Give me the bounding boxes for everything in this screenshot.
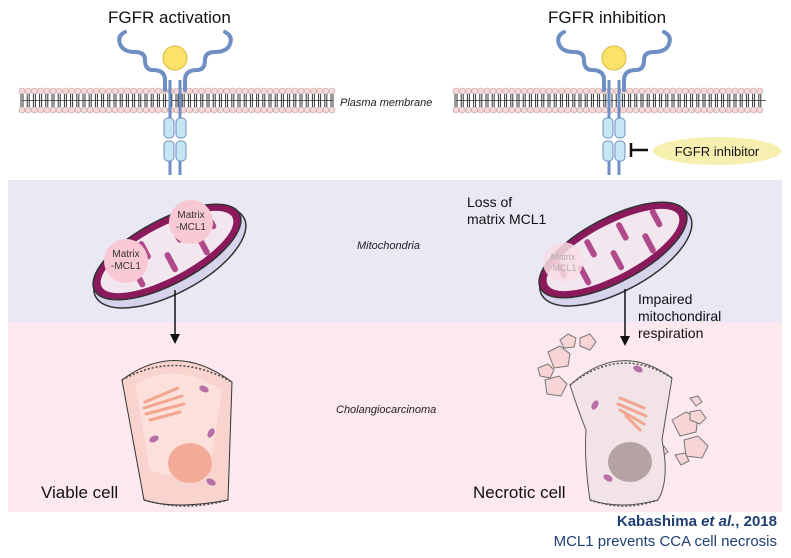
matrix-mcl1-circle [169,200,213,244]
plasma-membrane-left [18,87,766,114]
fgfr-receptor-left [117,30,233,175]
right-panel-title: FGFR inhibition [548,8,667,27]
condensed-nucleus [608,442,652,482]
mitochondria-label: Mitochondria [357,240,420,252]
fgf-ligand [601,45,627,71]
arrow-down-icon [620,336,630,346]
citation-subtitle: MCL1 prevents CCA cell necrosis [553,533,777,550]
necrotic-cell-label: Necrotic cell [473,483,566,502]
arrow-down-icon [170,334,180,344]
matrix-mcl1-circle [104,239,148,283]
matrix-mcl1-label: Matrix -MCL1 [110,249,141,272]
faded-matrix-mcl1-label: Matrix -MCL1 [549,252,577,273]
receptor-arm-left [117,30,167,92]
viable-cell-label: Viable cell [41,483,119,502]
necrotic-debris [537,333,709,466]
lipid-bilayer [18,87,336,114]
matrix-mcl1-label: Matrix -MCL1 [175,210,206,233]
fgfr-inhibitor-badge: FGFR inhibitor [653,137,781,165]
lipid-bilayer [452,87,766,114]
loss-of-matrix-mcl1-label: Loss of matrix MCL1 [467,194,547,227]
receptor-arm-right [183,30,233,92]
impaired-respiration-label: Impaired mitochondiral respiration [638,291,722,341]
cholangiocarcinoma-label: Cholangiocarcinoma [336,404,437,416]
nucleus [168,443,212,483]
left-panel-title: FGFR activation [108,8,231,27]
fgf-ligand [162,45,188,71]
fgfr-receptor-right [556,30,672,175]
plasma-membrane-label: Plasma membrane [340,97,433,109]
citation-title: Kabashima et al., 2018 [616,513,777,530]
golgi-apparatus [616,396,648,432]
golgi-apparatus [142,386,186,422]
faded-matrix-mcl1-circle [543,242,583,282]
